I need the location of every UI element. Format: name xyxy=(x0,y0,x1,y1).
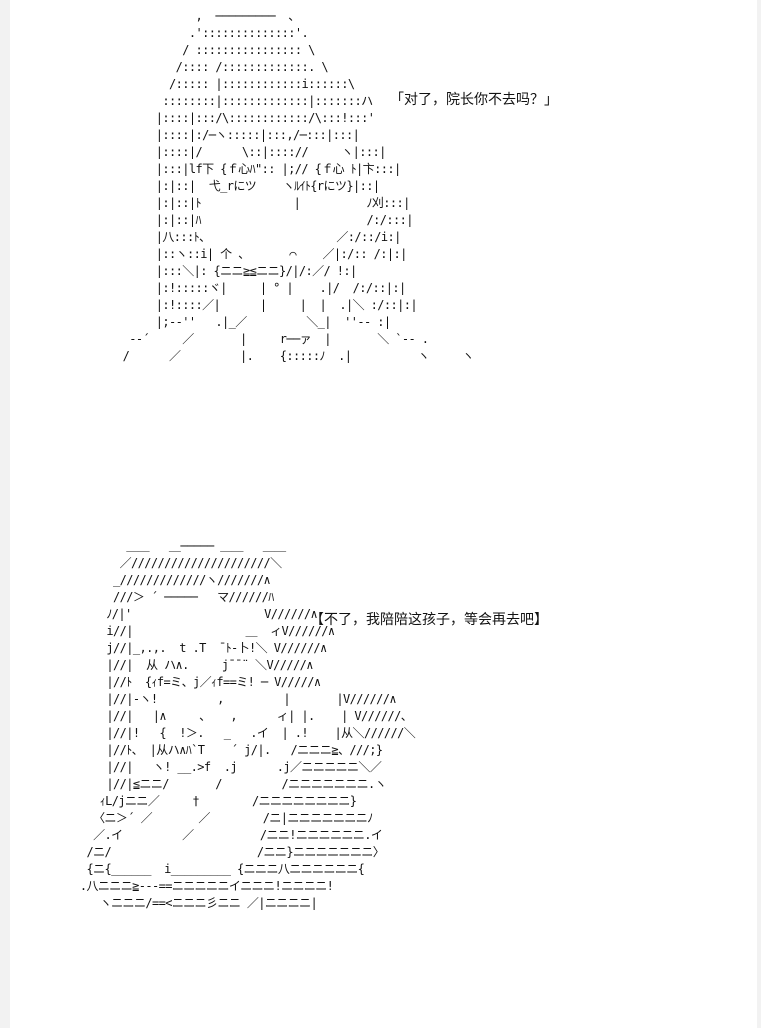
ascii-art-character-2: ＿＿ ＿───── ＿＿ ＿＿ ／/////////////////////＼ … xyxy=(79,539,416,910)
page-canvas: , ───────── 、 .'::::::::::::::'. / :::::… xyxy=(10,0,757,1028)
ascii-art-character-1: , ───────── 、 .'::::::::::::::'. / :::::… xyxy=(122,9,475,363)
dialogue-line-1: 「对了，院长你不去吗？」 xyxy=(390,92,558,108)
dialogue-line-2: 【不了，我陪陪这孩子，等会再去吧】 xyxy=(310,612,548,628)
